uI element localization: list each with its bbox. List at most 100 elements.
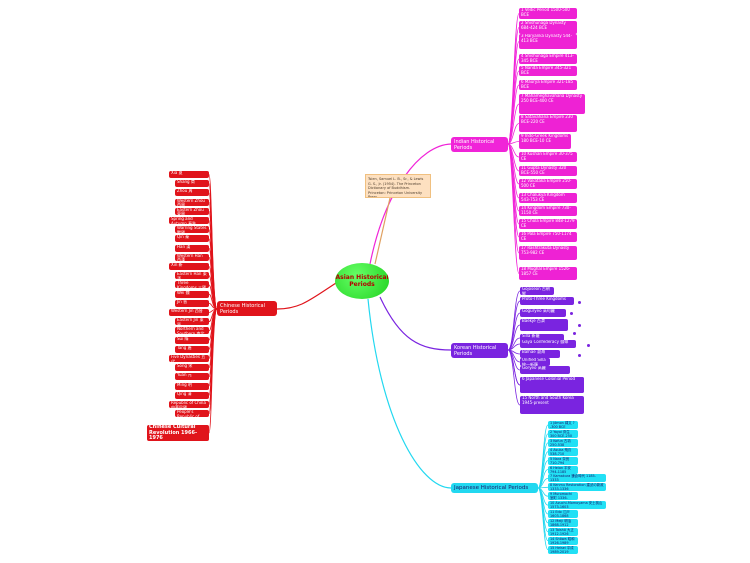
india-period-item[interactable]: 11 Gupta Dynasty 320 BCE-550 CE bbox=[519, 166, 577, 176]
korea-period-item[interactable]: Proto-Three Kingdoms bbox=[520, 297, 574, 305]
china-period-item[interactable]: Qin 秦 bbox=[175, 235, 209, 243]
collapse-marker-icon[interactable] bbox=[587, 344, 590, 347]
japan-period-item[interactable]: 13 Taishō 大正 1912-1926 bbox=[548, 527, 578, 536]
china-period-item[interactable]: Tang 唐 bbox=[175, 345, 209, 353]
korea-period-item[interactable]: Gojoseon 古朝鮮 bbox=[520, 287, 554, 295]
twig-india bbox=[507, 123, 520, 145]
china-period-item[interactable]: Song 宋 bbox=[175, 364, 209, 372]
collapse-marker-icon[interactable] bbox=[570, 312, 573, 315]
japan-period-item[interactable]: 5 Nara 奈良 710-794 bbox=[548, 456, 578, 465]
china-period-item[interactable]: Western Han 西漢 bbox=[175, 253, 209, 261]
korea-period-item[interactable]: Unified Silla 統一新羅 bbox=[520, 358, 550, 366]
china-period-item[interactable]: Eastern Han 東漢 bbox=[175, 272, 209, 280]
japan-period-item[interactable]: 12 Meiji 明治 1868-1912 bbox=[548, 518, 578, 527]
korea-period-item[interactable]: 15 North and South Korea 1945-present bbox=[520, 396, 584, 414]
india-period-item[interactable]: 15 Chola Empire 848-1279 CE bbox=[519, 219, 577, 229]
china-period-item[interactable]: Yuan 元 bbox=[175, 373, 209, 381]
china-period-item[interactable]: Three Kingdoms 三國 bbox=[175, 281, 209, 289]
china-period-item[interactable]: Western Zhou 西周 bbox=[175, 198, 209, 206]
korea-period-item[interactable]: Goryeo 高麗 bbox=[520, 366, 570, 374]
china-period-item[interactable]: Eastern Zhou 東周 bbox=[175, 207, 209, 215]
china-period-item[interactable]: Republic of China 中華民國 bbox=[169, 401, 209, 408]
india-period-item[interactable]: 7 Mahameghavahana Dynasty 250 BCE-400 CE bbox=[519, 94, 585, 114]
korea-period-item[interactable]: Goguryeo 高句麗 bbox=[520, 309, 566, 317]
citation-note: Tsien, Samuel L. B., Sr., & Lewis G. S.,… bbox=[365, 174, 431, 198]
branch-chinese[interactable]: Chinese Historical Periods bbox=[217, 301, 277, 316]
china-period-item[interactable]: Qing 清 bbox=[175, 391, 209, 399]
branch-indian[interactable]: Indian Historical Periods bbox=[451, 137, 508, 152]
japan-period-item[interactable]: 8 Kenmu Restoration 建武の新政 1333-1336 bbox=[548, 483, 606, 492]
root-label: Asian Historical Periods bbox=[335, 274, 389, 288]
china-period-item[interactable]: Jin 晉 bbox=[175, 299, 209, 307]
collapse-marker-icon[interactable] bbox=[578, 354, 581, 357]
root-topic[interactable]: Asian Historical Periods bbox=[335, 263, 389, 299]
collapse-marker-icon[interactable] bbox=[573, 332, 576, 335]
china-period-item[interactable]: Xin 新 bbox=[169, 263, 209, 270]
japan-period-item[interactable]: 15 Heisei 平成 1989-2019 bbox=[548, 545, 578, 554]
india-period-item[interactable]: 6 Maurya Empire 321-185 BCE bbox=[519, 80, 577, 90]
japan-period-item[interactable]: 11 Edo 江戸 1603-1868 bbox=[548, 510, 578, 518]
branch-korean[interactable]: Korean Historical Periods bbox=[451, 343, 508, 358]
japan-period-item[interactable]: 1 Jōmon 縄文 ?-300 BCE bbox=[548, 421, 578, 429]
china-period-item[interactable]: Han 漢 bbox=[175, 244, 209, 252]
twig-korea bbox=[507, 349, 521, 406]
india-period-item[interactable]: 14 Kingdom Empire 730-1150 CE bbox=[519, 206, 577, 216]
link-korea bbox=[379, 296, 452, 351]
twig-india bbox=[507, 143, 520, 274]
china-period-item[interactable]: Chinese Cultural Revolution 1966-1976 bbox=[147, 425, 209, 441]
china-period-item[interactable]: Sui 隋 bbox=[175, 336, 209, 344]
korea-period-item[interactable]: Balhae 渤海 bbox=[520, 350, 560, 358]
india-period-item[interactable]: 16 Pala Empire 750-1174 CE bbox=[519, 232, 577, 242]
japan-period-item[interactable]: 7 Kamakura 鎌倉時代 1185-1333 bbox=[548, 474, 606, 483]
japan-period-item[interactable]: 10 Azuchi-Momoyama 安土桃山 1573-1603 bbox=[548, 501, 606, 510]
korea-period-item[interactable]: 6 Japanese Colonial Period bbox=[520, 377, 584, 393]
link-china bbox=[276, 282, 337, 310]
link-japan bbox=[367, 298, 452, 489]
twig-india bbox=[507, 143, 520, 254]
twig-korea bbox=[507, 324, 521, 351]
india-period-item[interactable]: 3 Haryanka Dynasty 544-413 BCE bbox=[519, 34, 577, 49]
twig-japan bbox=[537, 487, 549, 533]
japan-period-item[interactable]: 6 Heian 平安 794-1185 bbox=[548, 465, 578, 474]
collapse-marker-icon[interactable] bbox=[578, 301, 581, 304]
china-period-item[interactable]: Five Dynasties 五代 bbox=[169, 355, 209, 362]
india-period-item[interactable]: 18 Mughal Empire 1526-1857 CE bbox=[519, 267, 577, 280]
branch-japanese[interactable]: Japanese Historical Periods bbox=[451, 483, 538, 493]
japan-period-item[interactable]: 3 Kofun 古墳 250-538 bbox=[548, 438, 578, 447]
twig-japan bbox=[537, 487, 549, 550]
japan-period-item[interactable]: 14 Shōwa 昭和 1926-1989 bbox=[548, 536, 578, 545]
china-period-item[interactable]: Spring and Autumn 春秋 bbox=[169, 217, 209, 224]
india-period-item[interactable]: 13 Chalukya Kingdom 543-753 CE bbox=[519, 193, 577, 203]
japan-period-item[interactable]: 4 Asuka 飛鳥 538-710 bbox=[548, 447, 578, 456]
china-period-item[interactable]: People's Republic of China 中華人民共和國 bbox=[175, 410, 209, 418]
india-period-item[interactable]: 1 Vedic Period 1500-500 BCE bbox=[519, 8, 577, 19]
twig-japan bbox=[537, 442, 549, 489]
korea-period-item[interactable]: Silla 新羅 bbox=[520, 334, 564, 342]
china-period-item[interactable]: Wei 魏 bbox=[175, 290, 209, 298]
link-note bbox=[374, 197, 391, 265]
india-period-item[interactable]: 17 Rashtrakuta Dynasty 753-982 CE bbox=[519, 246, 577, 260]
korea-period-item[interactable]: Gaya Confederacy 伽倻 bbox=[520, 340, 576, 348]
india-period-item[interactable]: 2 Shishunaga Dynasty 684-424 BCE bbox=[519, 21, 577, 34]
india-period-item[interactable]: 8 Satavahana Empire 230 BCE-220 CE bbox=[519, 115, 577, 132]
china-period-item[interactable]: Warring States 戰國 bbox=[175, 226, 209, 234]
link-india bbox=[369, 143, 452, 265]
india-period-item[interactable]: 9 Indo-Greek Kingdoms 180 BCE-10 CE bbox=[519, 134, 571, 149]
china-period-item[interactable]: Western Jin 西晉 bbox=[169, 309, 209, 316]
china-period-item[interactable]: Northern and Southern 南北朝 bbox=[175, 327, 209, 335]
japan-period-item[interactable]: 9 Muromachi 室町 1336-1573 bbox=[548, 492, 578, 501]
china-period-item[interactable]: Eastern Jin 東晉 bbox=[175, 318, 209, 326]
india-period-item[interactable]: 12 Vakataka Empire 250-500 CE bbox=[519, 179, 577, 189]
collapse-marker-icon[interactable] bbox=[578, 324, 581, 327]
india-period-item[interactable]: 5 Nanda Empire 345-321 BCE bbox=[519, 66, 577, 76]
china-period-item[interactable]: Ming 明 bbox=[175, 382, 209, 390]
india-period-item[interactable]: 10 Kushan Empire 30-375 CE bbox=[519, 152, 577, 162]
china-period-item[interactable]: Shang 商 bbox=[175, 180, 209, 188]
twig-india bbox=[507, 103, 520, 145]
korea-period-item[interactable]: Baekje 百濟 bbox=[520, 319, 568, 331]
india-period-item[interactable]: 4 Shishunaga Empire 413-345 BCE bbox=[519, 54, 577, 64]
china-period-item[interactable]: Zhou 周 bbox=[175, 189, 209, 197]
japan-period-item[interactable]: 2 Yayoi 弥生 300 BCE-250 CE bbox=[548, 429, 578, 438]
china-period-item[interactable]: Xia 夏 bbox=[169, 171, 209, 178]
